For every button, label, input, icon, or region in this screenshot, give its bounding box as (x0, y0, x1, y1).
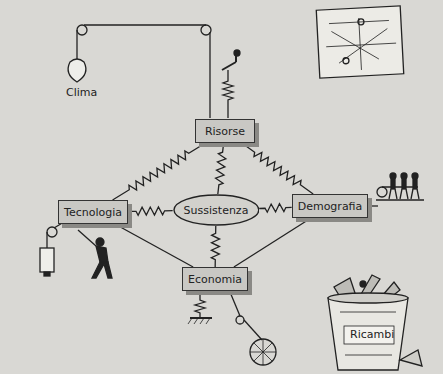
text-label: Clima (64, 86, 99, 99)
spring-connector (113, 143, 206, 200)
node-label: Tecnologia (64, 206, 122, 219)
line-connector (234, 218, 311, 267)
spring-connector (128, 207, 173, 215)
line-connector (115, 224, 193, 267)
text-label: Ricambi (348, 328, 396, 341)
block-box: Tecnologia (58, 200, 128, 224)
node-label: Demografia (298, 200, 363, 213)
spring-connector (211, 226, 219, 267)
spring-connector (216, 143, 226, 194)
spring-connector (259, 204, 291, 212)
node-label: Risorse (205, 125, 245, 138)
node-label: Economia (188, 273, 242, 286)
spring-connector (242, 143, 313, 194)
block-box: Economia (182, 267, 248, 291)
block-box: Risorse (195, 119, 255, 143)
ellipse-node: Sussistenza (173, 194, 260, 226)
node-label: Sussistenza (184, 204, 249, 217)
block-box: Demografia (292, 194, 369, 218)
